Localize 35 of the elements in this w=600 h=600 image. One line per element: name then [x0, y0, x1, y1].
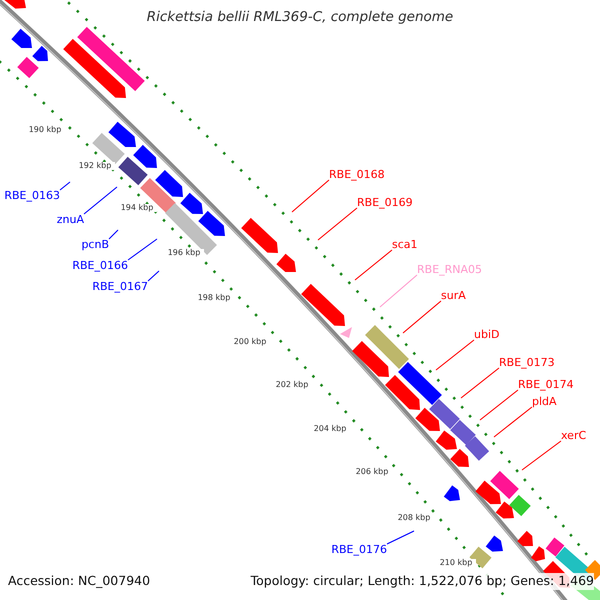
- gene-label: xerC: [561, 430, 586, 441]
- leader-line: [128, 238, 158, 260]
- gene-label: RBE_0169: [357, 197, 413, 208]
- gene-label: RBE_0166: [72, 260, 128, 271]
- gene-label: RBE_0173: [499, 357, 555, 368]
- gene-label: surA: [441, 290, 466, 301]
- leader-line: [436, 340, 474, 370]
- leader-line: [292, 180, 330, 212]
- leader-line: [354, 250, 392, 280]
- gene-label: sca1: [392, 239, 418, 250]
- gene-label: RBE_0174: [518, 379, 574, 390]
- gene-label: RBE_RNA05: [417, 264, 482, 275]
- gene-label: pldA: [532, 396, 557, 407]
- leader-line: [386, 530, 414, 544]
- leader-line: [380, 274, 418, 308]
- info-text: Topology: circular; Length: 1,522,076 bp; Genes: 1,469: [250, 573, 594, 590]
- gene-label: znuA: [56, 214, 84, 225]
- leader-line: [108, 230, 118, 240]
- leader-line: [318, 208, 358, 240]
- gene-label: pcnB: [81, 239, 109, 250]
- gene-label: RBE_0167: [92, 281, 148, 292]
- gene-label: RBE_0176: [331, 544, 387, 555]
- gene-label: RBE_0163: [4, 190, 60, 201]
- leader-line: [84, 186, 118, 214]
- leader-line: [480, 390, 518, 420]
- leader-line: [494, 406, 532, 438]
- gene-label: RBE_0168: [329, 169, 385, 180]
- gene-label: ubiD: [474, 329, 500, 340]
- leader-line: [402, 300, 442, 334]
- leader-line: [460, 368, 500, 398]
- info-text: Accession: NC_007940: [8, 575, 150, 588]
- leader-line: [60, 182, 70, 190]
- title: Rickettsia bellii RML369-C, complete genome: [146, 11, 454, 24]
- leader-line: [522, 440, 562, 470]
- leader-line: [148, 270, 160, 282]
